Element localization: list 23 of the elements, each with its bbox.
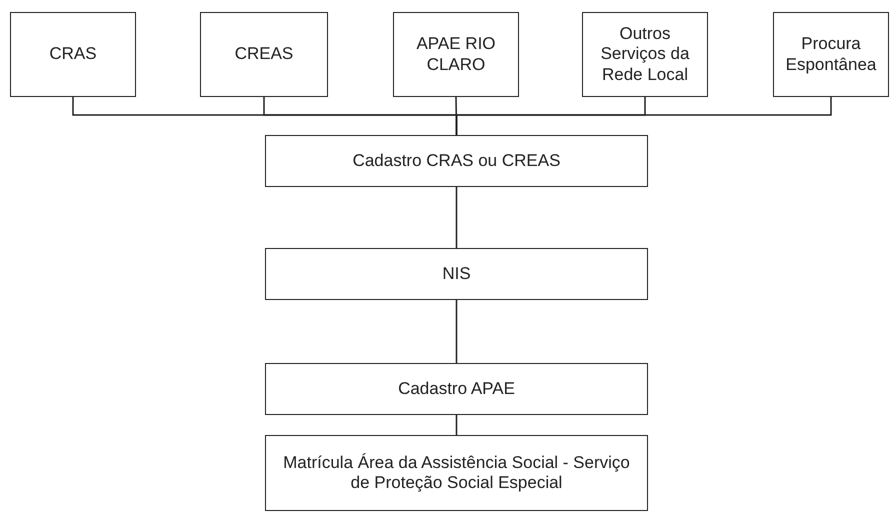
connector-line: [455, 96, 458, 136]
process-box: [773, 12, 889, 97]
process-box: [265, 135, 648, 187]
box-label: CREAS: [234, 44, 294, 65]
process-box: [393, 12, 519, 97]
process-box: [10, 12, 136, 97]
box-label: Cadastro APAE: [398, 378, 515, 400]
process-box: [265, 363, 648, 415]
connector-line: [456, 97, 832, 135]
process-box: [200, 12, 328, 97]
box-label: NIS: [442, 264, 471, 284]
process-box: [265, 248, 648, 300]
connector-line: [456, 415, 458, 435]
process-box: [582, 12, 708, 97]
box-label: APAE RIO CLARO: [415, 34, 497, 75]
box-label: Outros Serviços da Rede Local: [600, 24, 690, 86]
connector-line: [456, 187, 458, 248]
box-label: Procura Espontânea: [784, 34, 878, 75]
box-label: CRAS: [49, 44, 97, 65]
connector-line: [456, 300, 458, 363]
process-box: [265, 435, 648, 511]
box-label: Cadastro CRAS ou CREAS: [352, 150, 560, 172]
box-label: Matrícula Área da Assistência Social - Serviço de Proteção Social Especial: [282, 452, 631, 494]
